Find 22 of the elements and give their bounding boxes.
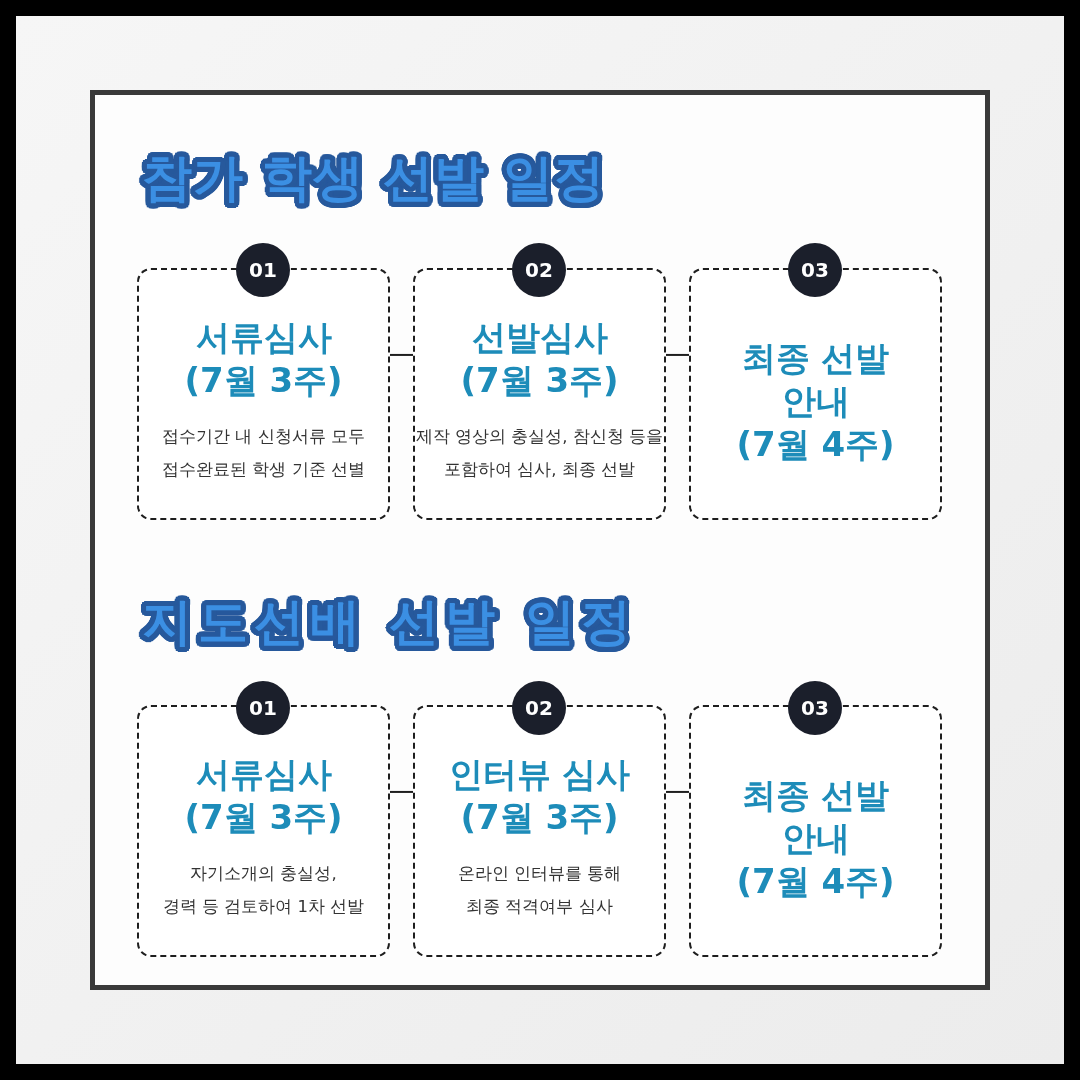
step-date: (7월 3주): [184, 359, 343, 402]
connector-line: [665, 353, 690, 356]
step-title: 서류심사: [195, 753, 332, 796]
step-description: 온라인 인터뷰를 통해 최종 적격여부 심사: [457, 863, 622, 918]
step-description: 제작 영상의 충실성, 참신청 등을 포함하여 심사, 최종 선발: [415, 426, 664, 481]
step-title: 인터뷰 심사: [448, 753, 631, 796]
section-heading: 지도선배 선발 일정: [142, 592, 637, 652]
step-description: 자기소개의 충실성, 경력 등 검토하여 1차 선발: [162, 863, 365, 918]
step-date: (7월 3주): [184, 796, 343, 839]
connector-line: [665, 790, 690, 793]
step-date: (7월 4주): [736, 859, 895, 903]
step-date: (7월 3주): [460, 359, 619, 402]
step-title: 서류심사: [195, 316, 332, 359]
connector-line: [389, 353, 414, 356]
connector-line: [389, 790, 414, 793]
step-title: 최종 선발 안내: [741, 336, 890, 423]
step-date: (7월 4주): [736, 422, 895, 466]
section-heading: 참가 학생 선발 일정: [142, 148, 606, 208]
step-date: (7월 3주): [460, 796, 619, 839]
step-title: 선발심사: [471, 316, 608, 359]
step-description: 접수기간 내 신청서류 모두 접수완료된 학생 기준 선별: [162, 426, 365, 481]
step-title: 최종 선발 안내: [741, 773, 890, 860]
